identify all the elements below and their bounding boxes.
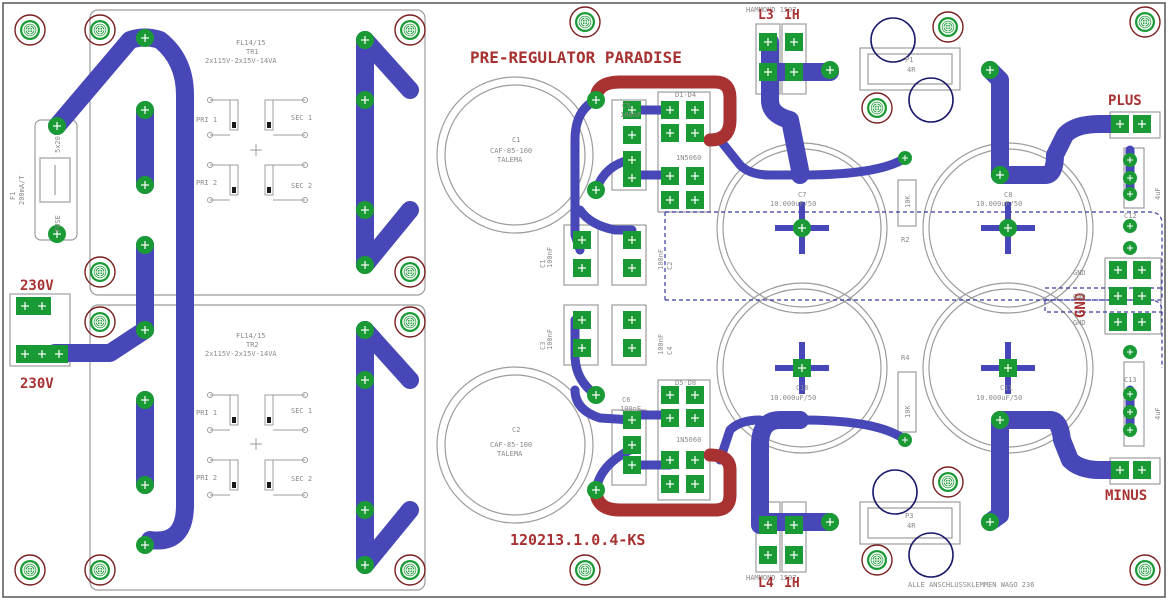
minus-label: MINUS [1105,488,1147,504]
gnd-pin-3: GND [1073,319,1086,327]
tr2-type: FL14/15 [236,332,266,340]
c4-value: 100nF [657,334,665,355]
diodes-bottom: D5-D8 [675,379,696,387]
fuse-label: FUSE [54,215,62,232]
c6-name: C6 [622,396,630,404]
p3-value: 4R [907,522,916,530]
cap1-name: C1 [512,136,520,144]
c11-value: 10.000uF/50 [976,394,1022,402]
gnd-label: GND [1073,293,1089,318]
c4-name: C4 [666,347,674,355]
tr1-spec: 2x115V-2x15V-14VA [205,57,277,65]
choke-top-name: L3 [758,8,774,23]
tr1-pri1: PRI 1 [196,116,217,124]
c8-name: C8 [1004,191,1012,199]
c3-name: C3 [539,342,547,350]
tr1-sec1: SEC 1 [291,114,312,122]
r1-value: 10K [904,195,912,208]
tr1-sec2: SEC 2 [291,182,312,190]
gnd-pin-2: GND [1073,293,1086,301]
tr2-sec1: SEC 1 [291,407,312,415]
230v-top-label: 230V [20,278,54,294]
fuse-value: 200mA/T [18,175,26,205]
choke-top-brand: HAMMOND 1597 [746,6,797,14]
c13-name: C13 [1124,376,1137,384]
p1-value: 4R [907,66,916,74]
gnd-pin-1: GND [1073,269,1086,277]
cap2-value: CAF-85-100 [490,441,532,449]
plus-label: PLUS [1108,93,1142,109]
c5-name: C5 [622,102,630,110]
r2-value: 10K [904,405,912,418]
r2-name: R2 [901,236,909,244]
c10-value: 10.000uF/50 [770,394,816,402]
c5-value: 100nF [620,111,641,119]
r4-name: R4 [901,354,909,362]
c8-value: 10.000uF/50 [976,200,1022,208]
fuse-name: F1 [9,192,17,200]
choke-bottom-value: 1H [784,576,800,591]
choke-top-value: 1H [784,8,800,23]
tr2-pri1: PRI 1 [196,409,217,417]
c7-value: 10.000uF/50 [770,200,816,208]
c13-value: 4uF [1154,407,1162,420]
tr2-sec2: SEC 2 [291,475,312,483]
c6-value: 100nF [620,405,641,413]
diodes-bottom-part: 1N5060 [676,436,701,444]
tr1-name: TR1 [246,48,259,56]
c10-name: C10 [796,384,809,392]
cap1-brand: TALEMA [497,156,523,164]
tr2-pri2: PRI 2 [196,474,217,482]
board-title: PRE-REGULATOR PARADISE [470,48,682,67]
p1-name: P1 [905,56,913,64]
fuse-size: 5x20 [54,136,62,153]
c11-name: C11 [1000,384,1013,392]
c1-value: 100nF [546,247,554,268]
terminal-note: ALLE ANSCHLUSSKLEMMEN WAGO 236 [908,581,1034,589]
c3-value: 100nF [546,329,554,350]
cap2-name: C2 [512,426,520,434]
board-revision: 120213.1.0.4-KS [510,531,645,549]
choke-bottom-name: L4 [758,576,774,591]
cap1-value: CAF-85-100 [490,147,532,155]
c12-name: C12 [1124,212,1137,220]
c7-name: C7 [798,191,806,199]
230v-bottom-label: 230V [20,376,54,392]
c2-value: 100nF [657,249,665,270]
tr1-type: FL14/15 [236,39,266,47]
choke-bottom-brand: HAMMOND 1597 [746,574,797,582]
tr2-name: TR2 [246,341,259,349]
diodes-top: D1-D4 [675,91,696,99]
tr2-spec: 2x115V-2x15V-14VA [205,350,277,358]
diodes-top-part: 1N5060 [676,154,701,162]
p3-name: P3 [905,512,913,520]
cap2-brand: TALEMA [497,450,523,458]
c12-value: 4uF [1154,187,1162,200]
c1-name: C1 [539,260,547,268]
tr1-pri2: PRI 2 [196,179,217,187]
c2-name: C2 [666,262,674,270]
